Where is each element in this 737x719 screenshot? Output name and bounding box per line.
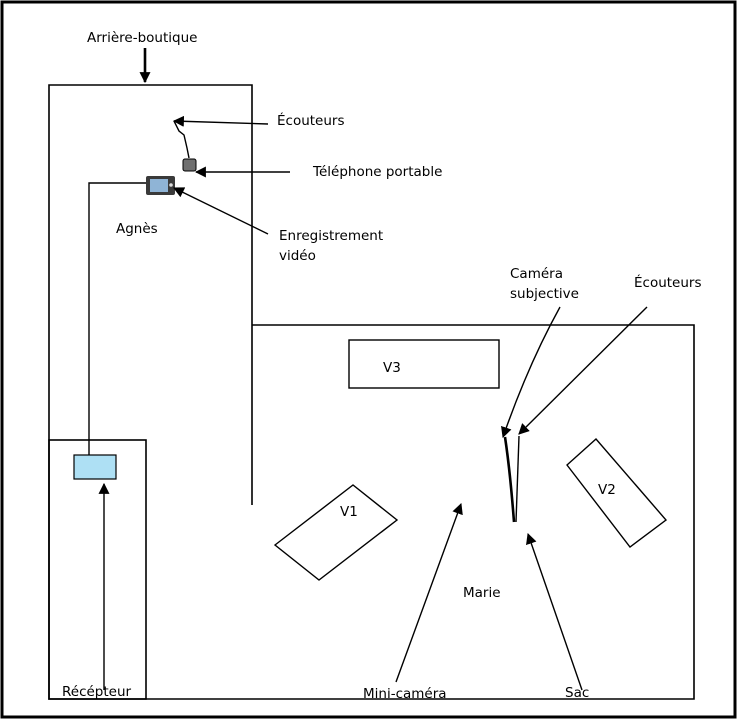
- label-v2: V2: [598, 482, 616, 498]
- label-subjective-camera-2: subjective: [510, 286, 579, 302]
- bag-strap: [503, 436, 516, 523]
- receiver-zone: [48, 439, 147, 700]
- label-agnes: Agnès: [116, 221, 158, 237]
- arrow-headphones-agnes: [172, 115, 269, 127]
- label-video-recording: Enregistrement: [279, 228, 383, 244]
- customer-v1: [273, 484, 399, 581]
- label-subjective-camera: Caméra: [510, 266, 563, 282]
- label-headphones-marie: Écouteurs: [634, 274, 702, 291]
- cable-receiver-recorder: [88, 182, 146, 455]
- customer-v2: [566, 438, 668, 548]
- video-recorder-icon: [146, 176, 175, 195]
- receiver-icon: [73, 454, 117, 480]
- label-receiver: Récépteur: [62, 684, 132, 700]
- arrow-video-recording: [173, 187, 269, 235]
- label-headphones-agnes: Écouteurs: [277, 112, 345, 129]
- customer-v3: [348, 339, 500, 389]
- label-v1: V1: [340, 504, 358, 520]
- arrow-subjective-camera: [501, 306, 561, 439]
- headphones-agnes-cable: [173, 120, 190, 159]
- label-video-recording-2: vidéo: [279, 248, 316, 264]
- label-bag: Sac: [565, 685, 589, 701]
- phone-icon: [182, 158, 197, 172]
- label-v3: V3: [383, 360, 401, 376]
- label-mini-camera: Mini-caméra: [363, 686, 447, 702]
- arrow-bag: [526, 532, 583, 691]
- bag-strap-2: [515, 435, 520, 523]
- arrow-mini-camera: [395, 502, 463, 683]
- label-phone: Téléphone portable: [312, 164, 442, 180]
- arrow-headphones-marie: [518, 306, 648, 435]
- label-marie: Marie: [463, 585, 501, 601]
- label-back-shop: Arrière-boutique: [87, 30, 197, 46]
- shop-floor-room: [146, 324, 695, 700]
